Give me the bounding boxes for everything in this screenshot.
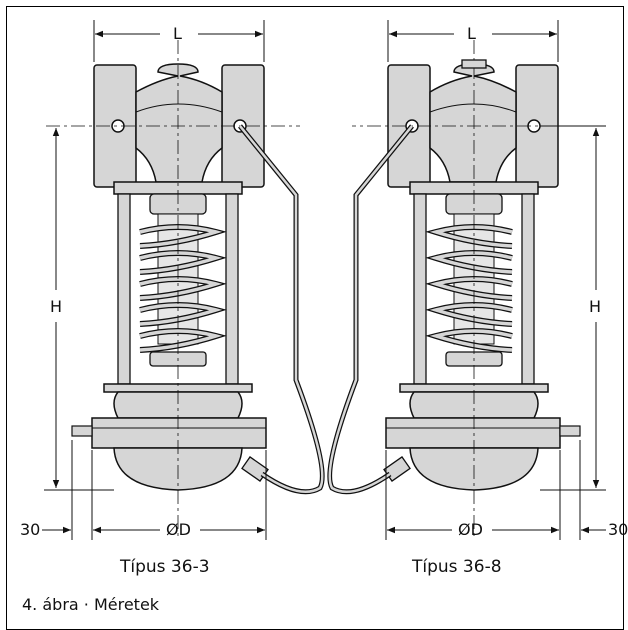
valve-left <box>46 40 325 540</box>
figure-caption: 4. ábra · Méretek <box>22 595 160 614</box>
dim-h-right-label: H <box>589 297 602 316</box>
dim-h-left <box>44 128 114 491</box>
dim-d-right-label: ØD <box>458 520 483 539</box>
dim-l-right <box>387 20 559 62</box>
dim-offset-right-label: 30 <box>608 520 628 539</box>
type-label-right: Típus 36-8 <box>412 557 502 577</box>
dim-d-left-label: ØD <box>166 520 191 539</box>
valve-right <box>327 40 606 540</box>
dim-d-left <box>42 440 267 540</box>
dim-l-left <box>93 20 265 62</box>
dim-h-left-label: H <box>50 297 63 316</box>
dim-offset-left-label: 30 <box>20 520 41 539</box>
dim-d-right <box>385 440 606 540</box>
dim-l-right-label: L <box>467 24 476 43</box>
dim-l-left-label: L <box>173 24 182 43</box>
type-label-left: Típus 36-3 <box>120 557 210 577</box>
dim-h-right <box>540 125 606 491</box>
